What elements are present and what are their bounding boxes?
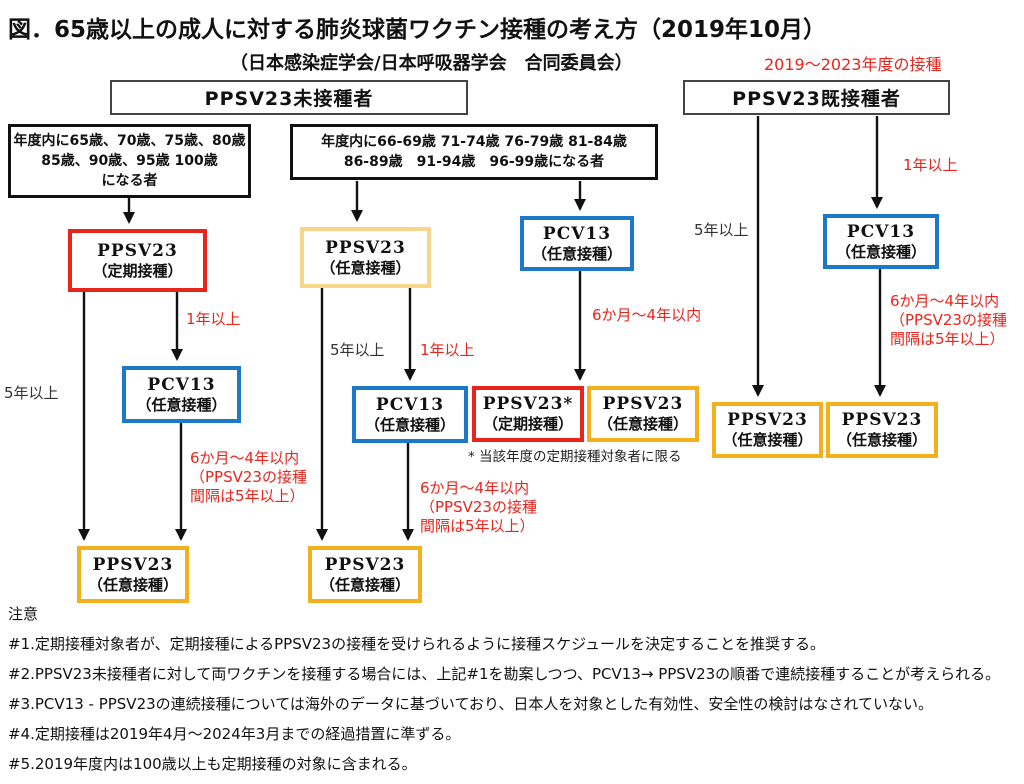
label-line: 6か月～4年以内 [190, 449, 300, 467]
node-kind: （任意接種） [597, 415, 688, 434]
header-ppsv23-unvaccinated: PPSV23未接種者 [110, 80, 468, 115]
asterisk-note: * 当該年度の定期接種対象者に限る [468, 449, 682, 465]
node-c1-ppsv23-routine: PPSV23 （定期接種） [68, 229, 207, 292]
node-kind: （任意接種） [87, 575, 178, 594]
label-c2-1yr: 1年以上 [420, 341, 475, 359]
age-line: 年度内に66-69歳 71-74歳 76-79歳 81-84歳 [321, 133, 627, 150]
node-name: PPSV23 [602, 394, 684, 414]
label-c2-5yr: 5年以上 [330, 341, 385, 359]
label-c1-1yr: 1年以上 [186, 310, 241, 328]
label-c2-interval: 6か月～4年以内 （PPSV23の接種 間隔は5年以上） [420, 479, 537, 535]
node-name: PPSV23 [325, 237, 406, 258]
label-line: 間隔は5年以上） [190, 486, 305, 505]
node-name: PPSV23 [841, 410, 923, 430]
node-c2-pcv13: PCV13 （任意接種） [352, 386, 468, 443]
age-line: になる者 [101, 173, 158, 190]
node-c5-ppsv23-voluntary: PPSV23 （任意接種） [712, 402, 823, 458]
node-c1-pcv13: PCV13 （任意接種） [122, 366, 241, 423]
node-c6-pcv13: PCV13 （任意接種） [823, 214, 939, 269]
node-kind: （任意接種） [320, 258, 411, 277]
node-kind: （任意接種） [836, 431, 927, 450]
note-item: #4.定期接種は2019年4月～2024年3月までの経過措置に準ずる。 [8, 725, 461, 743]
note-item: #2.PPSV23未接種者に対して両ワクチンを接種する場合には、上記#1を勘案し… [8, 665, 1001, 683]
node-c2-ppsv23-voluntary-top: PPSV23 （任意接種） [300, 227, 431, 288]
header-label: PPSV23未接種者 [204, 88, 374, 110]
page-title: 図．65歳以上の成人に対する肺炎球菌ワクチン接種の考え方（2019年10月） [8, 17, 827, 43]
label-c5-5yr: 5年以上 [694, 221, 749, 239]
node-c3-ppsv23-routine-star: PPSV23* （定期接種） [472, 386, 584, 442]
node-name: PCV13 [375, 394, 445, 415]
label-c6-1yr: 1年以上 [903, 156, 958, 174]
node-c2-ppsv23-voluntary-bottom: PPSV23 （任意接種） [308, 546, 422, 603]
label-c1-interval: 6か月～4年以内 （PPSV23の接種 間隔は5年以上） [190, 449, 307, 505]
node-kind: （任意接種） [319, 575, 410, 594]
label-c6-interval: 6か月～4年以内 （PPSV23の接種 間隔は5年以上） [890, 292, 1007, 348]
period-note: 2019～2023年度の接種 [764, 55, 942, 74]
label-c3-interval: 6か月～4年以内 [592, 306, 702, 324]
node-name: PPSV23 [92, 554, 174, 575]
label-line: 間隔は5年以上） [890, 329, 1005, 348]
label-line: （PPSV23の接種 [420, 497, 537, 516]
header-ppsv23-vaccinated: PPSV23既接種者 [683, 80, 950, 115]
age-line: 年度内に65歳、70歳、75歳、80歳 [13, 132, 246, 149]
node-name: PCV13 [542, 223, 612, 244]
note-item: #3.PCV13 - PPSV23の連続接種については海外のデータに基づいており… [8, 695, 933, 713]
node-name: PPSV23 [324, 554, 406, 575]
node-kind: （定期接種） [92, 261, 183, 280]
age-box-regular-cohort: 年度内に65歳、70歳、75歳、80歳 85歳、90歳、95歳 100歳 になる… [8, 124, 251, 198]
note-item: #1.定期接種対象者が、定期接種によるPPSV23の接種を受けられるように接種ス… [8, 635, 826, 653]
notes-section: 注意 #1.定期接種対象者が、定期接種によるPPSV23の接種を受けられるように… [8, 603, 1000, 783]
node-name: PPSV23* [482, 394, 574, 414]
node-name: PCV13 [846, 221, 916, 242]
node-kind: （定期接種） [482, 415, 573, 434]
node-name: PPSV23 [97, 240, 178, 261]
age-line: 85歳、90歳、95歳 100歳 [41, 152, 218, 169]
notes-heading: 注意 [8, 605, 39, 623]
label-line: 間隔は5年以上） [420, 516, 535, 535]
age-line: 86-89歳 91-94歳 96-99歳になる者 [343, 154, 605, 170]
node-c3-pcv13: PCV13 （任意接種） [520, 216, 634, 271]
node-kind: （任意接種） [136, 395, 227, 414]
node-c1-ppsv23-voluntary: PPSV23 （任意接種） [77, 546, 189, 603]
node-kind: （任意接種） [364, 415, 455, 434]
label-line: （PPSV23の接種 [890, 310, 1007, 329]
label-c1-5yr: 5年以上 [4, 384, 59, 402]
note-item: #5.2019年度内は100歳以上も定期接種の対象に含まれる。 [8, 755, 417, 773]
label-line: （PPSV23の接種 [190, 467, 307, 486]
node-kind: （任意接種） [835, 242, 926, 261]
node-name: PPSV23 [727, 410, 808, 430]
label-line: 6か月～4年以内 [890, 292, 1000, 310]
node-kind: （任意接種） [722, 431, 813, 450]
node-c6-ppsv23-voluntary: PPSV23 （任意接種） [826, 402, 938, 458]
label-line: 6か月～4年以内 [420, 479, 530, 497]
node-c3-ppsv23-voluntary: PPSV23 （任意接種） [587, 386, 699, 442]
node-kind: （任意接種） [531, 244, 622, 263]
subtitle-committee: （日本感染症学会/日本呼吸器学会 合同委員会） [230, 53, 633, 74]
node-name: PCV13 [147, 374, 216, 395]
age-box-other-cohort: 年度内に66-69歳 71-74歳 76-79歳 81-84歳 86-89歳 9… [290, 124, 658, 180]
header-label: PPSV23既接種者 [732, 88, 901, 110]
